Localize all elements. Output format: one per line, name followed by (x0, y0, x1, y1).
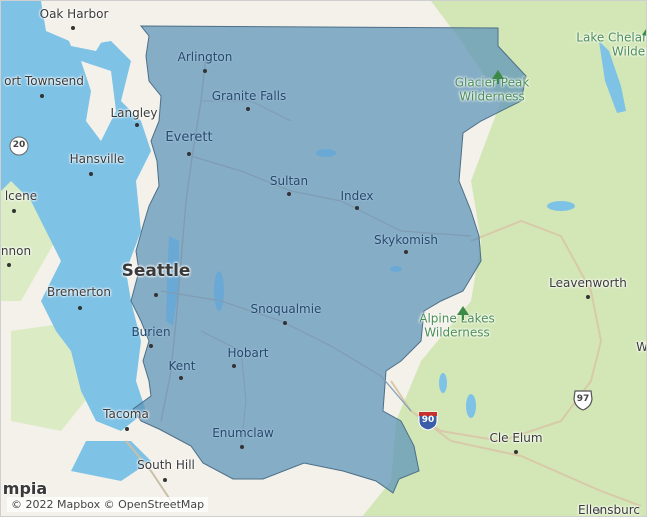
place-label-hobart: Hobart (227, 346, 269, 360)
place-dot (203, 69, 207, 73)
place-label-granite-falls: Granite Falls (211, 89, 287, 103)
wilderness-label-glacier-peak-line2: Wilderness (459, 89, 525, 104)
lake-inside-1 (316, 149, 336, 157)
place-label-langley: Langley (110, 106, 158, 120)
wilderness-label-alpine-lakes-line2: Wilderness (424, 325, 490, 340)
lake-kachess (439, 373, 447, 393)
place-label-kent: Kent (168, 359, 196, 373)
lake-washington (166, 236, 179, 326)
place-label-everett: Everett (165, 130, 213, 145)
route-number: 90 (421, 415, 435, 425)
lake-cle-elum (466, 394, 476, 418)
whidbey-island (61, 11, 111, 51)
place-dot (7, 263, 11, 267)
place-dot (287, 192, 291, 196)
place-label-sultan: Sultan (269, 174, 309, 188)
wilderness-label-glacier-peak-line1: Glacier Peak (454, 75, 530, 90)
place-label-south-hill: South Hill (137, 458, 195, 472)
route-number: 97 (576, 394, 590, 404)
place-dot (163, 478, 167, 482)
place-dot (78, 306, 82, 310)
place-label-port-townsend: ort Townsend (4, 74, 84, 88)
place-dot (514, 450, 518, 454)
lake-inside-2 (390, 266, 402, 272)
highway-south (125, 440, 172, 502)
south-sound-water (71, 441, 151, 481)
place-dot (597, 509, 601, 513)
highway-90-east (410, 410, 642, 507)
place-label-index: Index (340, 189, 374, 203)
place-label-enumclaw: Enumclaw (212, 426, 274, 440)
place-dot (89, 172, 93, 176)
place-label-bremerton: Bremerton (47, 285, 111, 299)
place-label-leavenworth: Leavenworth (549, 276, 627, 290)
place-label-skykomish: Skykomish (374, 233, 438, 247)
place-label-hansville: Hansville (69, 152, 125, 166)
place-label-olympia: mpia (2, 479, 48, 498)
forest-area-east (362, 1, 646, 516)
lake-sammamish (214, 271, 224, 311)
highlighted-region[interactable] (130, 25, 527, 494)
place-dot (355, 206, 359, 210)
place-dot (71, 26, 75, 30)
place-dot (404, 250, 408, 254)
place-label-snoqualmie: Snoqualmie (250, 302, 322, 316)
place-label-seattle: Seattle (121, 261, 191, 281)
interstate-90 (160, 290, 412, 412)
interstate-5 (160, 55, 207, 422)
state-route-shield-icon: 20 (9, 136, 29, 156)
lake-chelan (599, 41, 626, 113)
place-dot (179, 376, 183, 380)
route-number: 20 (12, 140, 26, 150)
place-label-burien: Burien (131, 325, 171, 339)
place-label-shelton: nnon (0, 244, 32, 258)
place-dot (125, 427, 129, 431)
place-dot (246, 107, 250, 111)
interstate-shield-icon: 90 (417, 409, 439, 431)
place-label-arlington: Arlington (177, 50, 233, 64)
place-dot (149, 344, 153, 348)
place-label-ellensburg: Ellensburc (578, 503, 640, 517)
camano-island (81, 61, 116, 141)
road-enumclaw (200, 330, 247, 447)
place-label-tacoma: Tacoma (103, 407, 149, 421)
place-dot (283, 321, 287, 325)
place-label-belfair: lcene (4, 189, 38, 203)
wilderness-label-lake-chelan-line2: Wilder (611, 44, 647, 59)
place-dot (586, 295, 590, 299)
us-route-shield-icon: 97 (572, 389, 594, 411)
lake-east (547, 201, 575, 211)
map-attribution: © 2022 Mapbox © OpenStreetMap (7, 497, 209, 512)
place-dot (135, 123, 139, 127)
wilderness-label-lake-chelan-line1: Lake Chelan (576, 30, 647, 45)
place-dot (240, 445, 244, 449)
place-label-chelan-w: W (636, 340, 647, 354)
us-2 (190, 155, 472, 237)
place-label-cle-elum: Cle Elum (489, 431, 543, 445)
place-dot (154, 293, 158, 297)
place-dot (187, 152, 191, 156)
place-label-oak-harbor: Oak Harbor (39, 7, 109, 21)
wilderness-label-alpine-lakes-line1: Alpine Lakes (419, 311, 495, 326)
place-dot (12, 209, 16, 213)
place-dot (40, 94, 44, 98)
place-dot (232, 364, 236, 368)
road-granite-falls (201, 100, 292, 122)
